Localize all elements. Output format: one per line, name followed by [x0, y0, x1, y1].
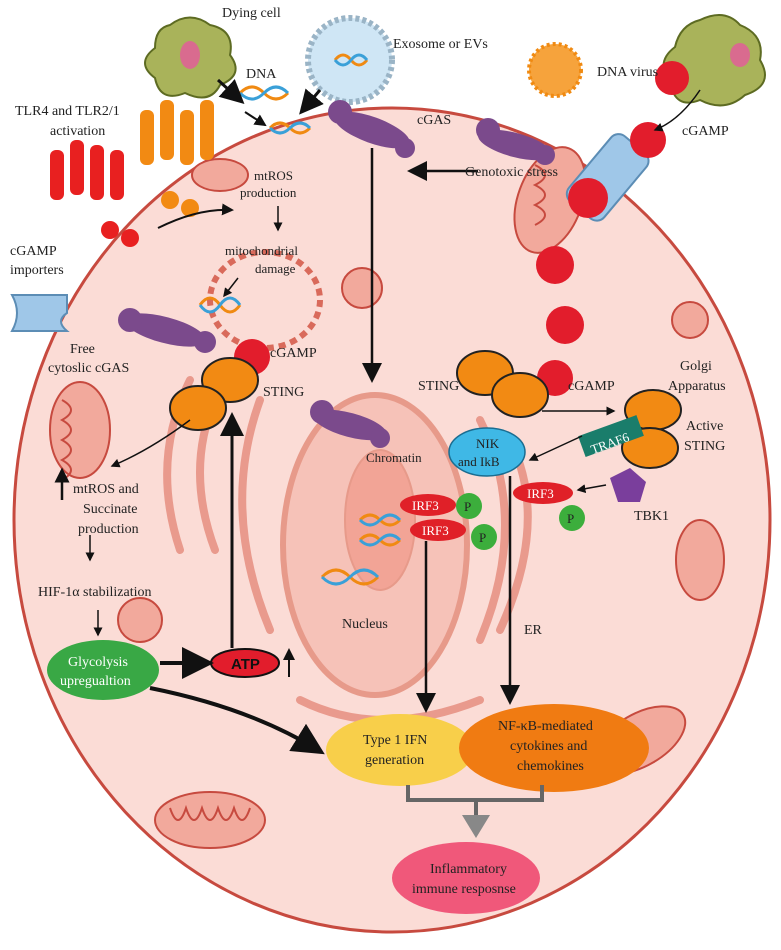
- hif-label: HIF-1α stabilization: [38, 585, 151, 600]
- nfkb-node: [459, 704, 649, 792]
- p-label-c: P: [567, 511, 574, 526]
- ifn-label-1: Type 1 IFN: [363, 733, 427, 748]
- damaged-mitochondrion: [207, 249, 323, 351]
- p-label-a: P: [464, 499, 471, 514]
- glycolysis-node: [47, 640, 159, 700]
- sting-left-label: STING: [263, 385, 304, 400]
- free-cgas-label-1: Free: [70, 342, 95, 357]
- atp-label: ATP: [231, 656, 260, 673]
- nik-label-2: and IkB: [458, 454, 500, 469]
- irf3-node-a: [400, 494, 456, 516]
- cgas-protein-left-icon: [118, 308, 216, 353]
- active-sting-label-1: Active: [686, 419, 723, 434]
- nfkb-label-1: NF-κB-mediated: [498, 719, 593, 734]
- mitochondrion-left-icon: [49, 381, 111, 481]
- tbk1-icon: [610, 468, 646, 502]
- cgas-top-label: cGAS: [417, 113, 451, 128]
- inflammatory-node: [392, 842, 540, 914]
- p-label-b: P: [479, 530, 486, 545]
- dna-virus-icon: [527, 42, 583, 98]
- irf3-label-b: IRF3: [422, 523, 449, 538]
- golgi-label-2: Apparatus: [668, 379, 726, 394]
- dying-cell-right-icon: [662, 14, 766, 107]
- mito-damage-1: mitochondrial: [225, 243, 298, 258]
- p-node-c: [559, 505, 585, 531]
- up-arrow-icons: [54, 467, 295, 677]
- irf3-label-a: IRF3: [412, 498, 439, 513]
- er-label: ER: [524, 623, 543, 638]
- p-node-a: [456, 493, 482, 519]
- dying-cell-label: Dying cell: [222, 6, 281, 21]
- importers-label-2: importers: [10, 263, 64, 278]
- irf3-label-c: IRF3: [527, 486, 554, 501]
- sting-right-icon: [456, 350, 549, 418]
- traf6-node: [578, 415, 644, 457]
- importers-label-1: cGAMP: [10, 244, 57, 259]
- mitochondrion-right-small-icon: [675, 519, 725, 601]
- sting-left-icon: [169, 357, 259, 431]
- mito-damage-2: damage: [255, 261, 296, 276]
- sting-right-label: STING: [418, 379, 459, 394]
- irf3-node-c: [513, 482, 573, 504]
- exosome-label: Exosome or EVs: [393, 37, 488, 52]
- dna-label: DNA: [246, 67, 277, 82]
- cgamp-left-label: cGAMP: [270, 346, 317, 361]
- genotoxic-label: Genotoxic stress: [465, 165, 558, 180]
- nik-label-1: NIK: [476, 436, 500, 451]
- mitochondrion-right-icon: [513, 146, 587, 254]
- cgas-protein-nucleus-icon: [310, 400, 390, 448]
- cgamp-right-label: cGAMP: [568, 379, 615, 394]
- mtros-succinate-3: production: [78, 522, 139, 537]
- tlr-label-2: activation: [50, 124, 105, 139]
- tlr-label-1: TLR4 and TLR2/1: [15, 104, 120, 119]
- cgamp-importer-icon: [10, 294, 70, 332]
- nfkb-label-3: chemokines: [517, 759, 584, 774]
- chromatin-label: Chromatin: [366, 450, 422, 465]
- dna-helix-icon: [198, 53, 402, 586]
- nucleus-label: Nucleus: [342, 617, 388, 632]
- dna-virus-label: DNA virus: [597, 65, 658, 80]
- cgas-protein-top-icon: [328, 100, 415, 158]
- irf3-node-b: [410, 519, 466, 541]
- mtros-succinate-2: Succinate: [83, 502, 137, 517]
- merge-arrow: [406, 785, 544, 838]
- mtros-succinate-1: mtROS and: [73, 482, 139, 497]
- ifn-label-2: generation: [365, 753, 424, 768]
- mitochondrion-bottom-left-icon: [154, 791, 266, 849]
- dying-cell-icon: [144, 16, 237, 99]
- p-node-b: [471, 524, 497, 550]
- nfkb-label-2: cytokines and: [510, 739, 587, 754]
- inflammatory-label-1: Inflammatory: [430, 862, 507, 877]
- free-cgas-label-2: cytoslic cGAS: [48, 361, 129, 376]
- active-sting-label-2: STING: [684, 439, 725, 454]
- glycolysis-label-1: Glycolysis: [68, 655, 128, 670]
- cgas-protein-right-icon: [476, 118, 555, 165]
- golgi-label-1: Golgi: [680, 359, 712, 374]
- type1-ifn-node: [326, 714, 474, 786]
- tlr-receptors-icon: [50, 100, 214, 247]
- nik-ikb-node: [448, 427, 526, 477]
- tbk1-label: TBK1: [634, 509, 669, 524]
- inflammatory-label-2: immune resposnse: [412, 882, 516, 897]
- mtros-production-2: production: [240, 185, 297, 200]
- cgamp-top-label: cGAMP: [682, 124, 729, 139]
- mitochondrion-top-icon: [191, 158, 249, 192]
- mtros-production-1: mtROS: [254, 168, 293, 183]
- pathway-arrows: [85, 78, 701, 755]
- glycolysis-label-2: upregualtion: [60, 674, 131, 689]
